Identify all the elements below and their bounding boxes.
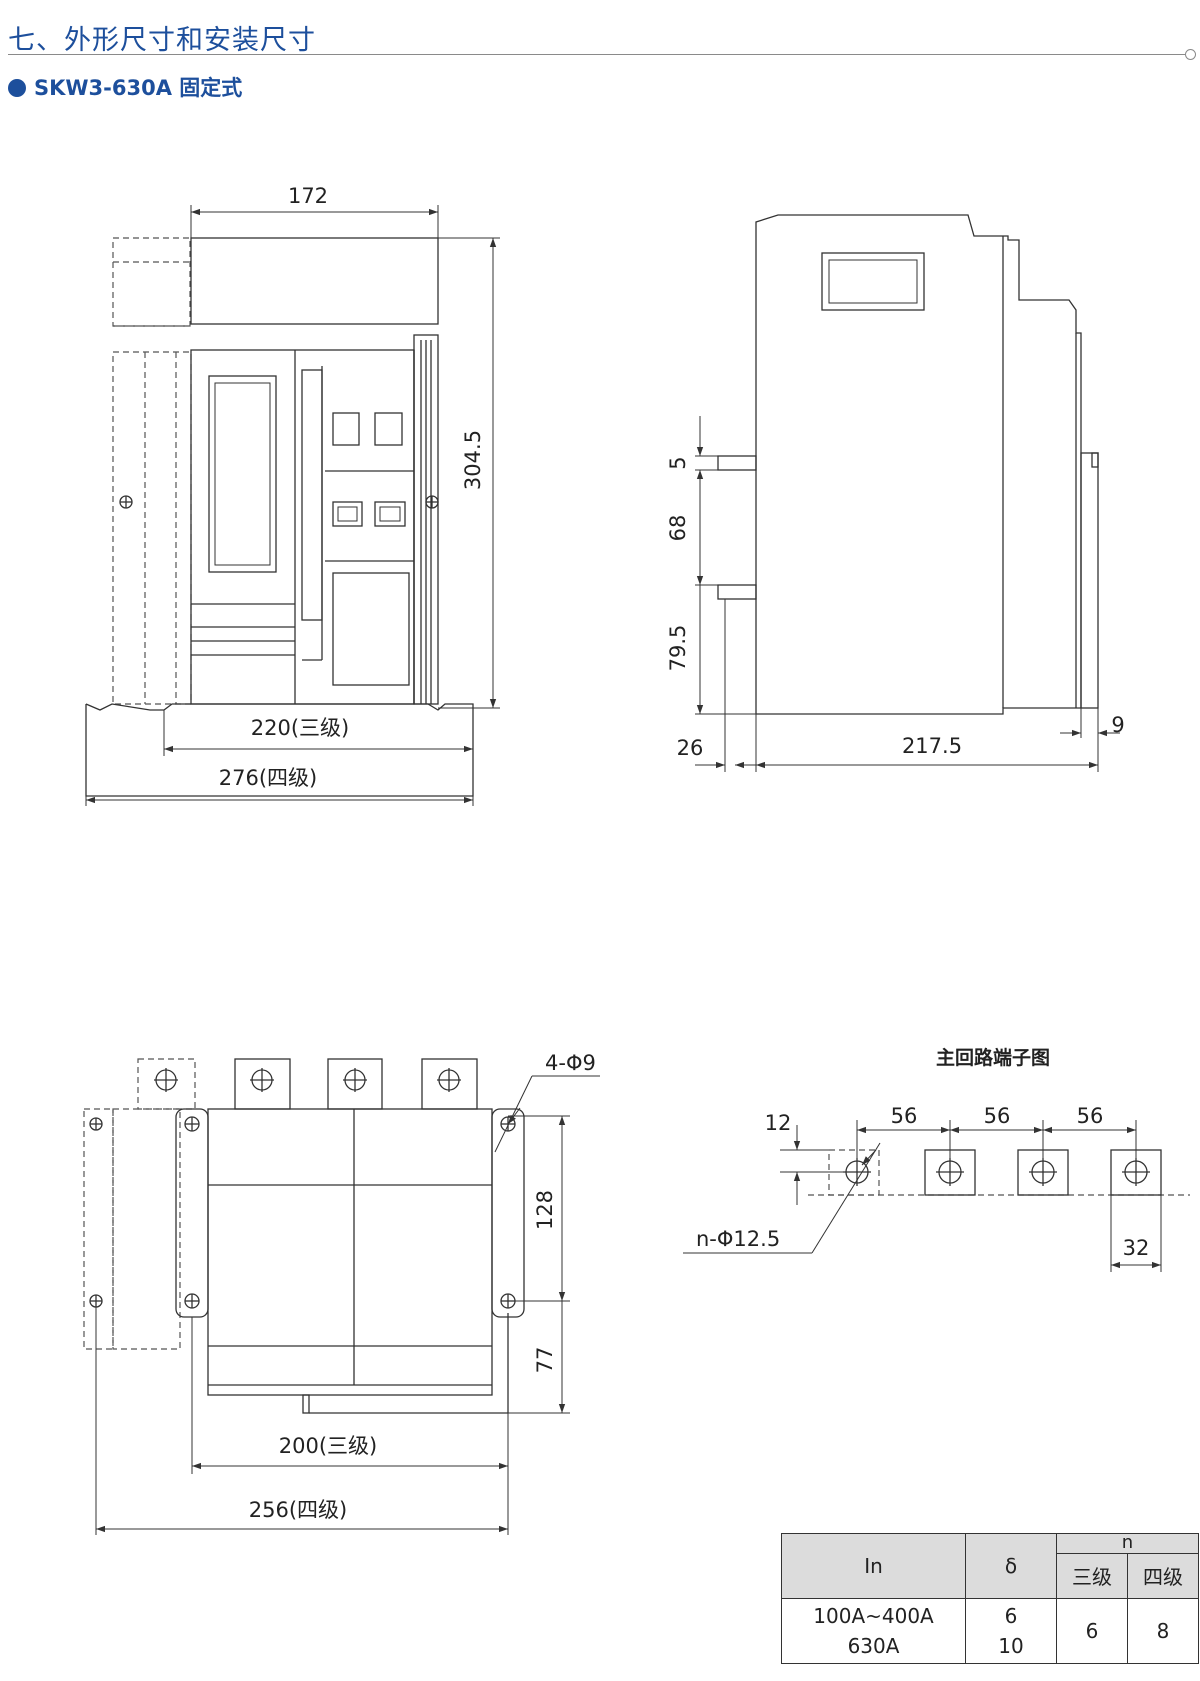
cell-in-row-2: 630A: [847, 1634, 900, 1658]
dim-26: 26: [677, 736, 704, 760]
page-title: 七、外形尺寸和安装尺寸: [8, 25, 316, 56]
mount-mark-icon: [425, 495, 439, 509]
side-window: [821, 252, 925, 311]
bottom-view: 4-Φ9 128 77 200(三级) 256(四级): [83, 1051, 600, 1535]
side-body-outline: [755, 214, 1082, 715]
spec-table: In δ n 三级 四级 100A~400A 630A 6 10 6 8: [781, 1533, 1199, 1664]
dim-9: 9: [1111, 713, 1124, 737]
th-3p: 三级: [1056, 1552, 1128, 1600]
dim-32: 32: [1123, 1236, 1150, 1260]
terminal-view: 主回路端子图 12 56 56 56 n-Φ12.5: [683, 1046, 1190, 1272]
cell-delta: 6 10: [965, 1598, 1057, 1664]
th-n: n: [1056, 1533, 1199, 1554]
th-4p: 四级: [1127, 1552, 1199, 1600]
th-in: In: [781, 1533, 966, 1599]
dim-276-4p: 276(四级): [219, 766, 317, 790]
bullet-icon: [8, 79, 26, 97]
cell-delta-row-2: 10: [998, 1634, 1024, 1658]
bottom-main-body: [207, 1108, 493, 1396]
front-dashed-side: [112, 351, 192, 705]
cell-in: 100A~400A 630A: [781, 1598, 966, 1664]
cell-n-3p: 6: [1056, 1598, 1128, 1664]
dim-12: 12: [765, 1111, 792, 1135]
title-rule-end-dot: [1185, 49, 1196, 60]
hole-icon: [184, 1116, 200, 1132]
dim-217-5: 217.5: [902, 734, 962, 758]
cell-delta-row-1: 6: [1004, 1604, 1018, 1628]
front-dashed-top: [112, 237, 191, 327]
section-subtitle: SKW3-630A 固定式: [8, 72, 242, 102]
dim-172: 172: [288, 184, 328, 208]
bottom-left-plate: [175, 1108, 209, 1318]
dim-128: 128: [533, 1190, 557, 1230]
bottom-right-plate: [491, 1108, 525, 1318]
front-top-body: [190, 237, 439, 325]
dim-79-5: 79.5: [666, 625, 690, 672]
hole-icon: [184, 1293, 200, 1309]
side-terminal-upper: [717, 455, 757, 471]
front-view: 172 304.5 220(三级) 276(四级): [85, 184, 500, 806]
dim-56-a: 56: [891, 1104, 918, 1128]
subtitle-text: SKW3-630A 固定式: [34, 76, 243, 100]
front-button-2: [374, 412, 403, 446]
dim-5: 5: [666, 456, 690, 469]
label-4-phi9: 4-Φ9: [545, 1051, 596, 1075]
side-view: 5 68 79.5 26 217.5 9: [666, 214, 1125, 772]
terminal-dashed: [828, 1149, 880, 1196]
front-window: [208, 375, 277, 573]
front-button-1: [332, 412, 360, 446]
dim-77: 77: [533, 1347, 557, 1374]
hole-icon: [89, 1117, 103, 1131]
cell-in-row-1: 100A~400A: [813, 1604, 934, 1628]
dim-56-b: 56: [984, 1104, 1011, 1128]
hole-icon: [89, 1294, 103, 1308]
title-rule: [8, 54, 1186, 55]
cell-n-4p: 8: [1127, 1598, 1199, 1664]
dim-56-c: 56: [1077, 1104, 1104, 1128]
dim-200-3p: 200(三级): [279, 1434, 377, 1458]
dim-256-4p: 256(四级): [249, 1498, 347, 1522]
dim-220-3p: 220(三级): [251, 716, 349, 740]
mount-mark-icon: [119, 495, 133, 509]
terminal-title: 主回路端子图: [936, 1046, 1050, 1069]
th-delta: δ: [965, 1533, 1057, 1599]
front-handle-slot: [301, 369, 323, 621]
label-n-phi12-5: n-Φ12.5: [696, 1227, 780, 1251]
dim-304-5: 304.5: [461, 430, 485, 490]
side-terminal-lower: [717, 584, 757, 600]
front-lower-panel: [332, 572, 410, 686]
dim-68: 68: [666, 515, 690, 542]
